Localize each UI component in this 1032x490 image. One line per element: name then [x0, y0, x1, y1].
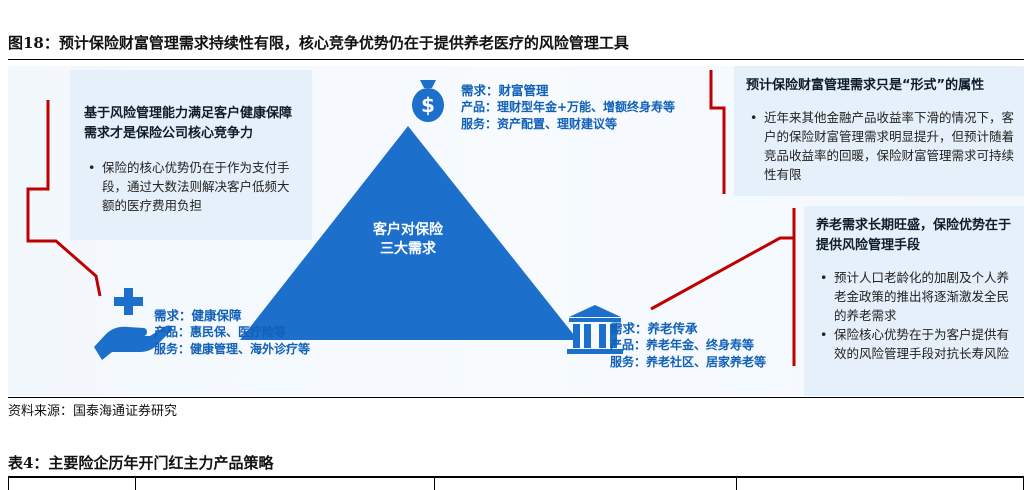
bottom-right-callout-box: 养老需求长期旺盛，保险优势在于提供风险管理手段 预计人口老龄化的加剧及个人养老金… — [804, 206, 1024, 396]
bottom-right-callout-heading: 养老需求长期旺盛，保险优势在于提供风险管理手段 — [816, 218, 1012, 253]
triangle-label-line1: 客户对保险 — [373, 222, 443, 238]
wealth-product: 产品：理财型年金+万能、增额终身寿等 — [461, 100, 676, 114]
triangle-label: 客户对保险 三大需求 — [338, 221, 478, 259]
top-right-callout-bullet: 近年来其他金融产品收益率下滑的情况下，客户的保险财富管理需求明显提升，但预计随着… — [746, 108, 1014, 184]
wealth-need: 需求：财富管理 — [461, 83, 549, 98]
elderly-need-label: 需求：养老传承 产品：养老年金、终身寿等 服务：养老社区、居家养老等 — [610, 320, 766, 371]
bank-building-icon — [567, 305, 623, 354]
top-right-connector — [709, 70, 726, 194]
source-note: 资料来源：国泰海通证券研究 — [8, 404, 178, 419]
bottom-right-connector — [650, 208, 796, 366]
source-rule — [8, 397, 1024, 398]
top-right-callout-heading: 预计保险财富管理需求只是“形式”的属性 — [746, 78, 985, 93]
top-right-callout-box: 预计保险财富管理需求只是“形式”的属性 近年来其他金融产品收益率下滑的情况下，客… — [734, 66, 1024, 196]
health-product: 产品：惠民保、医疗险等 — [154, 325, 287, 339]
bottom-right-callout-bullet1: 预计人口老龄化的加剧及个人养老金政策的推出将逐渐激发全民的养老需求 — [816, 268, 1014, 325]
left-callout-bullet: 保险的核心优势仍在于作为支付手段，通过大数法则解决客户低频大额的医疗费用负担 — [84, 158, 298, 215]
elderly-need: 需求：养老传承 — [610, 321, 698, 336]
truncated-header-text — [340, 0, 740, 8]
table-column-divider — [135, 478, 136, 490]
figure-title: 图18：预计保险财富管理需求持续性有限，核心竞争优势仍在于提供养老医疗的风险管理… — [8, 34, 629, 52]
diagram-graphics: $ — [26, 70, 796, 366]
title-rule — [8, 59, 1024, 60]
elderly-service: 服务：养老社区、居家养老等 — [610, 355, 767, 369]
health-need-label: 需求：健康保障 产品：惠民保、医疗险等 服务：健康管理、海外诊疗等 — [154, 307, 310, 358]
wealth-service: 服务：资产配置、理财建议等 — [461, 117, 618, 131]
table-column-divider — [434, 478, 435, 490]
elderly-product: 产品：养老年金、终身寿等 — [610, 338, 755, 352]
bottom-right-callout-bullet2: 保险核心优势在于为客户提供有效的风险管理手段对抗长寿风险 — [816, 325, 1014, 363]
triangle-label-line2: 三大需求 — [380, 241, 436, 257]
table-title: 表4：主要险企历年开门红主力产品策略 — [8, 454, 274, 472]
left-callout-heading: 基于风险管理能力满足客户健康保障需求才是保险公司核心竞争力 — [84, 106, 293, 141]
health-service: 服务：健康管理、海外诊疗等 — [154, 342, 311, 356]
left-connector — [26, 100, 102, 297]
money-bag-icon: $ — [412, 80, 444, 122]
needs-diagram: $ 客户对保险 三大需求 需求：财富管理 产品：理财型年金+万能、增额终身寿等 … — [8, 66, 1024, 396]
svg-text:$: $ — [421, 93, 435, 117]
left-callout-box: 基于风险管理能力满足客户健康保障需求才是保险公司核心竞争力 保险的核心优势仍在于… — [70, 70, 312, 240]
health-need: 需求：健康保障 — [154, 308, 242, 323]
needs-triangle — [240, 126, 578, 340]
wealth-need-label: 需求：财富管理 产品：理财型年金+万能、增额终身寿等 服务：资产配置、理财建议等 — [461, 82, 675, 133]
table-header-edge — [8, 476, 1024, 490]
table-column-divider — [736, 478, 737, 490]
hand-cross-icon — [94, 288, 173, 360]
